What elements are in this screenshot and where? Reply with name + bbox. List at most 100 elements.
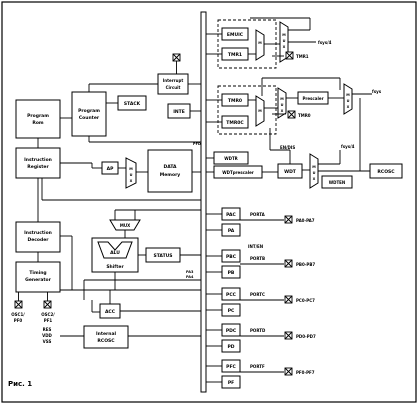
svg-text:fsys: fsys — [372, 89, 382, 94]
svg-text:INT/EN: INT/EN — [248, 244, 263, 249]
ap-block: AP — [101, 161, 119, 175]
svg-text:X: X — [313, 177, 316, 181]
svg-text:fsys/4: fsys/4 — [318, 40, 332, 45]
svg-text:Memory: Memory — [160, 172, 181, 178]
svg-text:X: X — [130, 179, 133, 183]
svg-text:TMR1: TMR1 — [296, 54, 309, 59]
svg-text:PF0: PF0 — [14, 318, 23, 323]
svg-text:PFC: PFC — [226, 364, 236, 370]
svg-text:PORTF: PORTF — [250, 364, 265, 369]
svg-text:U: U — [283, 39, 286, 43]
svg-text:Prescaler: Prescaler — [302, 96, 323, 101]
wdt-group: WDTR WDTprescaler WDT M U X WDTEN RCOSC … — [206, 98, 403, 189]
instruction-register-block: Instruction Register — [15, 147, 61, 179]
svg-text:Register: Register — [27, 164, 49, 170]
svg-text:ACC: ACC — [105, 309, 116, 315]
svg-text:EN/DIS: EN/DIS — [280, 145, 295, 150]
figure-caption: Рис. 1 — [8, 380, 32, 388]
svg-text:M: M — [258, 109, 262, 113]
svg-text:M: M — [312, 165, 316, 169]
svg-text:Instruction: Instruction — [24, 230, 52, 236]
svg-text:PBC: PBC — [226, 254, 237, 260]
svg-text:PD0-PD7: PD0-PD7 — [296, 334, 316, 339]
svg-text:M: M — [280, 97, 284, 101]
svg-text:PB0-PB7: PB0-PB7 — [296, 262, 315, 267]
timing-generator-block: Timing Generator — [15, 261, 61, 293]
svg-text:TMR0: TMR0 — [228, 98, 242, 104]
svg-text:X: X — [347, 105, 350, 109]
svg-text:Interrupt: Interrupt — [163, 78, 184, 83]
svg-text:Internal: Internal — [96, 331, 117, 337]
svg-text:PORTA: PORTA — [250, 212, 266, 217]
svg-text:Shifter: Shifter — [106, 264, 124, 270]
svg-text:PORTD: PORTD — [250, 328, 266, 333]
svg-text:U: U — [130, 173, 133, 177]
port-c-group: PCC PC PORTC PC0-PC7 — [206, 287, 315, 317]
svg-text:PF1: PF1 — [44, 318, 53, 323]
instruction-decoder-block: Instruction Decoder — [15, 221, 61, 253]
svg-text:U: U — [281, 103, 284, 107]
svg-text:Decoder: Decoder — [27, 237, 49, 243]
svg-text:PA4: PA4 — [186, 275, 194, 279]
svg-text:Program: Program — [78, 108, 100, 114]
svg-text:Instruction: Instruction — [24, 157, 52, 163]
svg-text:PA3: PA3 — [186, 270, 194, 274]
svg-text:PD: PD — [227, 344, 234, 350]
svg-text:PCC: PCC — [226, 292, 237, 298]
svg-text:X: X — [281, 109, 284, 113]
svg-text:ALU: ALU — [110, 250, 120, 256]
left-connections: PFD PA3 PA4 — [37, 83, 201, 337]
data-bus — [200, 11, 207, 393]
program-counter-block: Program Counter — [71, 91, 107, 137]
svg-text:OSC1/: OSC1/ — [11, 312, 25, 317]
port-d-group: PDC PD PORTD PD0-PD7 — [206, 323, 316, 353]
svg-text:DATA: DATA — [163, 164, 177, 170]
svg-text:MUX: MUX — [120, 223, 130, 228]
svg-text:PB: PB — [228, 270, 235, 276]
svg-text:RES: RES — [43, 327, 52, 332]
svg-text:VDD: VDD — [42, 333, 52, 338]
internal-rc-osc-block: Internal RCOSC — [83, 325, 129, 349]
stack-block: STACK — [117, 95, 147, 111]
status-block: STATUS — [145, 247, 181, 263]
svg-text:M: M — [258, 41, 262, 45]
svg-text:RCOSC: RCOSC — [97, 338, 115, 344]
svg-text:TMR0: TMR0 — [298, 113, 311, 118]
svg-text:TMR0C: TMR0C — [226, 120, 244, 126]
svg-text:TMR1: TMR1 — [228, 52, 242, 58]
svg-text:OSC2/: OSC2/ — [41, 312, 55, 317]
acc-block: ACC — [99, 303, 121, 319]
interrupt-circuit-block: Interrupt Circuit — [157, 73, 189, 95]
svg-text:PA0-PA7: PA0-PA7 — [296, 218, 315, 223]
svg-text:INTE: INTE — [173, 109, 185, 115]
svg-text:PFD: PFD — [193, 142, 201, 146]
timer1-group: EMUIC TMR1 M M U X fsys/4 TMR1 — [206, 17, 332, 69]
svg-text:Program: Program — [27, 113, 49, 119]
svg-text:EMUIC: EMUIC — [227, 32, 244, 38]
svg-text:PORTC: PORTC — [250, 292, 265, 297]
port-b-group: PBC PB PORTB INT/EN PB0-PB7 — [206, 244, 315, 279]
svg-text:PF0-PF7: PF0-PF7 — [296, 370, 315, 375]
svg-text:PA: PA — [228, 228, 235, 234]
svg-text:PC0-PC7: PC0-PC7 — [296, 298, 315, 303]
svg-text:PC: PC — [228, 308, 235, 314]
timer0-group: TMR0 TMR0C M M U X Prescaler M U X fsys … — [206, 77, 382, 135]
svg-text:Generator: Generator — [25, 277, 51, 283]
program-rom-block: Program Rom — [15, 99, 61, 139]
svg-text:Counter: Counter — [79, 115, 100, 121]
svg-text:M: M — [282, 33, 286, 37]
svg-text:U: U — [347, 99, 350, 103]
osc-pins: OSC1/ PF0 OSC2/ PF1 RES VDD VSS — [11, 292, 55, 344]
mux-data-memory: M U X — [125, 157, 137, 189]
svg-text:M: M — [129, 167, 133, 171]
svg-text:STATUS: STATUS — [153, 253, 172, 259]
interrupt-pin — [172, 53, 181, 74]
data-memory-block: DATA Memory — [147, 149, 193, 193]
svg-text:WDTR: WDTR — [224, 156, 238, 161]
svg-text:STACK: STACK — [124, 101, 141, 107]
alu-shifter-block: ALU Shifter — [91, 237, 139, 273]
svg-text:AP: AP — [107, 166, 114, 172]
